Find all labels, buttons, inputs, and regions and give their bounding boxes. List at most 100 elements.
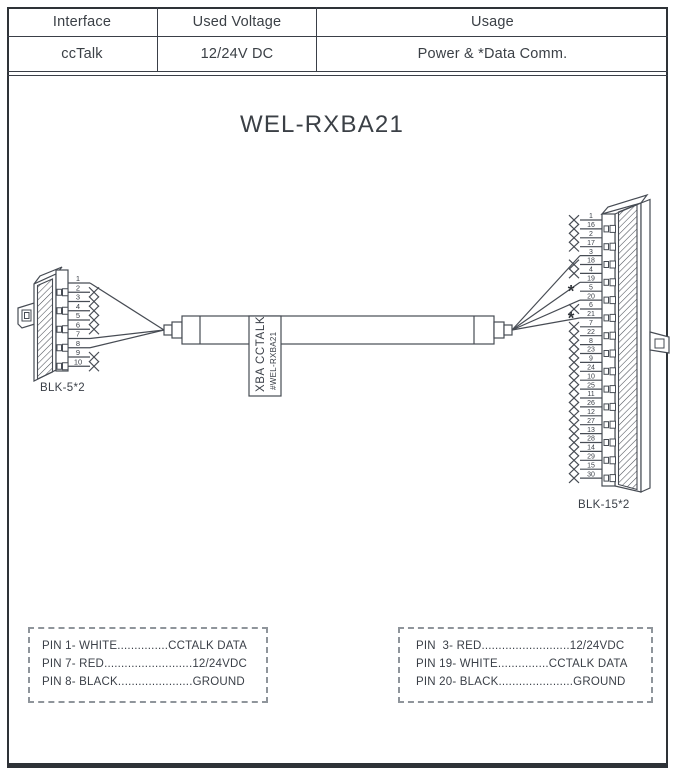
pin-number: 15 [587, 462, 595, 469]
diagram-top-divider [7, 75, 668, 76]
pin-number: 1 [589, 213, 593, 220]
right-connector-hatch [617, 203, 638, 491]
table-header-used-voltage: Used Voltage [158, 7, 317, 37]
pin-number: 6 [76, 320, 80, 329]
pin-number: 4 [589, 267, 593, 274]
pin-number: 25 [587, 382, 595, 389]
right-pin-row-27: 27 [568, 418, 616, 430]
right-pin-row-2: 2 [568, 231, 602, 244]
not-connected-x-mark [568, 241, 580, 252]
pin-number: 2 [589, 231, 593, 238]
not-connected-x-mark [568, 410, 580, 422]
right-pin-row-10: 10 [568, 373, 602, 386]
right-pin-row-20: 20 [511, 293, 616, 331]
right-pin-row-8: 8 [568, 338, 602, 350]
not-connected-x-mark [88, 351, 100, 363]
wire-line [89, 329, 165, 340]
right-pin-row-7: 7 [568, 320, 602, 333]
asterisk-marker: * [568, 282, 575, 301]
not-connected-x-mark [568, 214, 580, 226]
asterisk-marker: * [568, 308, 575, 327]
pin-number: 3 [589, 249, 593, 256]
cable-tag-title: XBA CCTALK [255, 316, 267, 392]
not-connected-x-mark [88, 314, 100, 326]
not-connected-x-mark [568, 428, 580, 439]
pin-number: 9 [589, 356, 593, 363]
right-pin-row-23: 23 [568, 347, 616, 359]
right-pin-row-11: 11 [568, 391, 602, 404]
cable-body [181, 315, 495, 345]
not-connected-x-mark [568, 321, 580, 333]
pin-number: 9 [76, 348, 80, 357]
pin-number: 6 [589, 302, 593, 309]
right-latch-hole [654, 338, 665, 349]
not-connected-x-mark [88, 323, 100, 335]
pin-note-right: PIN 3- RED..........................12/2… [398, 627, 653, 703]
pin-number: 10 [587, 373, 595, 380]
left-pin-row-8: 8 [56, 329, 165, 352]
right-connector-pins: 1162173184195*20621*72282392410251126122… [511, 213, 616, 484]
cable-right-neck [493, 321, 505, 339]
not-connected-x-mark [568, 463, 580, 475]
not-connected-x-mark [568, 259, 580, 270]
pin-number: 4 [76, 302, 80, 311]
pin-note-left: PIN 1- WHITE...............CCTALK DATA P… [28, 627, 268, 703]
pin-number: 23 [587, 347, 595, 354]
pin-note-line: PIN 8- BLACK......................GROUND [42, 675, 245, 688]
diagram-title: WEL-RXBA21 [240, 111, 404, 138]
cable-left-tip [163, 324, 173, 336]
left-pin-row-6: 6 [56, 320, 100, 335]
left-latch-hole-inner [24, 312, 30, 319]
right-pin-row-12: 12 [568, 409, 602, 422]
not-connected-x-mark [568, 268, 580, 279]
pin-number: 8 [589, 338, 593, 345]
table-cell-voltage: 12/24V DC [158, 37, 317, 72]
right-pin-row-30: 30 [568, 471, 616, 484]
table-header-interface: Interface [7, 7, 158, 37]
not-connected-x-mark [88, 360, 100, 372]
left-connector-pin-face [55, 269, 69, 372]
right-pin-row-4: 4 [568, 267, 602, 279]
left-pin-row-4: 4 [56, 302, 100, 317]
page-border [7, 7, 668, 768]
left-pin-row-3: 3 [68, 293, 100, 307]
not-connected-x-mark [88, 286, 100, 298]
left-connector-body: BLK-5*2 [17, 266, 85, 394]
not-connected-x-mark [568, 455, 580, 466]
not-connected-x-mark [568, 366, 580, 377]
left-pin-row-5: 5 [68, 311, 100, 326]
pin-number: 28 [587, 436, 595, 443]
pin-number: 8 [76, 339, 80, 348]
spec-table: Interface Used Voltage Usage ccTalk 12/2… [7, 7, 668, 72]
not-connected-x-mark [568, 401, 580, 413]
right-pin-row-22: 22 [568, 329, 616, 341]
right-connector-top-face [600, 193, 649, 216]
pin-number: 5 [76, 311, 80, 320]
right-connector-label: BLK-15*2 [578, 499, 630, 511]
right-pin-row-19: 19 [511, 276, 616, 331]
right-pin-row-15: 15 [568, 462, 602, 475]
wire-line [511, 299, 581, 331]
pin-number: 20 [587, 293, 595, 300]
wire-line [511, 255, 581, 331]
right-pin-row-6: 6 [568, 302, 602, 315]
right-pin-row-9: 9 [568, 356, 602, 368]
not-connected-x-mark [568, 303, 580, 315]
not-connected-x-mark [568, 374, 580, 386]
not-connected-x-mark [568, 446, 580, 457]
wire-line [511, 317, 581, 331]
pin-number: 30 [587, 471, 595, 478]
not-connected-x-mark [568, 383, 580, 395]
pin-number: 7 [76, 330, 80, 339]
right-pin-row-14: 14 [568, 445, 602, 457]
left-pin-row-7: 7 [68, 329, 165, 340]
pin-number: 18 [587, 258, 595, 265]
left-connector-label: BLK-5*2 [40, 382, 85, 394]
left-pin-row-10: 10 [56, 357, 100, 372]
not-connected-x-mark [568, 348, 580, 359]
pin-number: 14 [587, 445, 595, 452]
not-connected-x-mark [568, 437, 580, 448]
right-pin-row-18: 18 [568, 258, 616, 270]
